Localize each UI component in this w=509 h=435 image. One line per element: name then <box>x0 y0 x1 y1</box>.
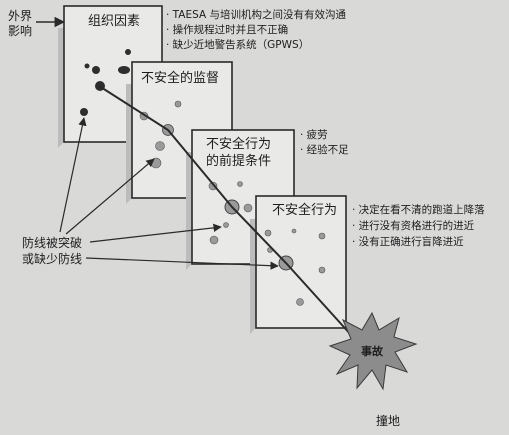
external-influence-label-line1: 外界 <box>8 9 32 23</box>
defense-label-line2: 或缺少防线 <box>22 251 82 266</box>
defense-arrow-preconditions <box>89 223 222 243</box>
panel-edge <box>58 28 64 148</box>
layer-title-line2: 的前提条件 <box>206 153 271 169</box>
layer-title: 不安全行为 <box>272 202 337 218</box>
defense-arrow-supervision <box>65 158 155 235</box>
hole <box>318 266 326 274</box>
hole <box>237 181 243 187</box>
panel-edge <box>186 152 192 270</box>
panel-edge <box>250 219 256 334</box>
hole <box>243 203 253 213</box>
hole <box>291 228 297 234</box>
unsafe-act-note-3: · 没有正确进行盲降进近 <box>352 235 464 248</box>
accident-caption: 撞地 <box>376 413 400 428</box>
precondition-note-1: · 疲劳 <box>300 128 328 141</box>
unsafe-act-note-1: · 决定在看不清的跑道上降落 <box>352 203 485 216</box>
hole <box>174 100 182 108</box>
layer-title: 组织因素 <box>88 14 140 29</box>
panel-edge <box>126 84 132 204</box>
hole <box>92 66 100 74</box>
unsafe-act-note-2: · 进行没有资格进行的进近 <box>352 219 475 232</box>
org-note-3: · 缺少近地警告系统（GPWS） <box>166 38 309 51</box>
defense-arrow-unsafe-acts <box>85 257 279 270</box>
hole <box>209 235 219 245</box>
hole <box>84 63 90 69</box>
org-note-1: · TAESA 与培训机构之间没有有效沟通 <box>166 8 346 21</box>
accident-trajectory-line <box>95 83 353 337</box>
external-influence-label-line2: 影响 <box>8 23 32 38</box>
hole <box>118 66 130 74</box>
hole <box>155 141 165 151</box>
hole <box>80 108 88 116</box>
org-note-2: · 操作规程过时并且不正确 <box>166 23 288 36</box>
hole <box>264 229 272 237</box>
defense-label-line1: 防线被突破 <box>22 235 82 250</box>
hole <box>223 222 229 228</box>
hole <box>125 49 131 55</box>
accident-burst-icon <box>328 311 418 391</box>
precondition-note-2: · 经验不足 <box>300 143 349 156</box>
accident-label: 事故 <box>361 344 384 358</box>
defense-arrow-org <box>59 117 87 233</box>
layer-title-line1: 不安全行为 <box>206 136 271 152</box>
hole <box>318 232 326 240</box>
layer-title: 不安全的监督 <box>141 70 219 86</box>
hole <box>296 298 304 306</box>
